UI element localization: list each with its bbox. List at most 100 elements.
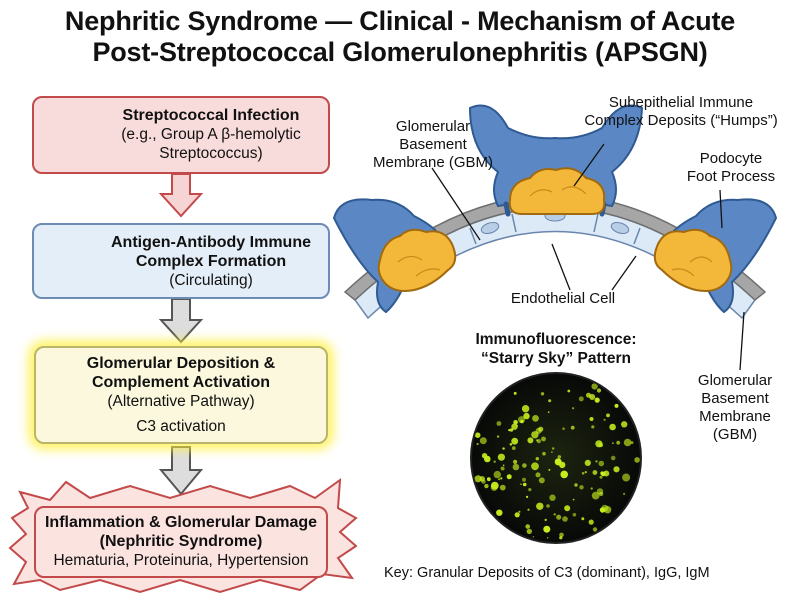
fluorescent-speckle [512,463,520,471]
fluorescent-speckle [531,431,539,439]
fluorescent-speckle [581,517,585,521]
fluorescent-speckle [556,514,562,520]
fluorescent-speckle [546,537,549,539]
fluorescent-speckle [543,525,551,533]
fluorescent-speckle [552,447,555,450]
fluorescent-speckle [474,432,481,439]
fluorescent-speckle [630,441,634,445]
step2-heading-2: Complex Formation [135,253,287,270]
fluorescent-speckle [532,415,539,422]
fluorescent-speckle [612,442,614,445]
fluorescent-speckle [508,429,511,432]
step4-heading-2: (Nephritic Syndrome) [99,533,263,550]
gbm-band [343,194,767,301]
fluorescent-speckle [551,451,553,453]
fluorescent-speckle [549,494,556,501]
immunofluorescence-image [470,372,642,544]
fluorescent-speckle [474,475,482,483]
fluorescent-speckle [591,425,595,429]
title-line-2: Post-Streptococcal Glomerulonephritis (A… [92,37,708,67]
title-line-1: Nephritic Syndrome — Clinical - Mechanis… [64,6,736,36]
arrow-2 [158,298,204,344]
fluorescent-speckle [613,466,620,473]
fluorescent-speckle [567,389,571,393]
fluorescent-speckle [532,536,535,538]
hump-center [508,167,606,215]
fluorescent-speckle [546,504,550,508]
fluorescent-speckle [493,460,496,463]
fluorescent-speckle [557,455,562,459]
fluorescent-speckle [548,399,552,403]
fluorescent-speckle [496,509,503,516]
arrow-1 [158,173,204,218]
step4-detail: Hematuria, Proteinuria, Hypertension [53,552,309,569]
arrow-3 [158,446,204,496]
fluorescent-speckle [521,405,530,413]
fluorescent-speckle [515,424,519,427]
fluorescent-speckle [514,512,520,518]
fluorescent-speckle [481,479,486,484]
fluorescent-speckle [499,484,506,491]
fluorescent-speckle [535,472,541,478]
label-subepithelial-humps: Subepithelial Immune Complex Deposits (“… [584,94,778,129]
fluorescent-speckle [610,455,616,461]
podocyte-center [468,104,644,208]
fluorescent-speckle [520,483,522,486]
fluorescent-speckle [527,437,534,444]
fluorescent-speckle [509,443,513,446]
fluorescent-speckle [506,474,512,480]
fluorescent-speckle [606,413,610,418]
fluorescent-speckle [594,397,600,403]
fluorescent-speckle [476,442,479,446]
fluorescent-speckle [535,457,539,461]
fluorescent-speckle [497,453,505,461]
diagram-title: Nephritic Syndrome — Clinical - Mechanis… [0,6,800,68]
fluorescent-speckle [522,482,527,487]
fluorescent-speckle [541,436,546,442]
fluorescent-speckle [621,421,628,428]
fluorescent-speckle [525,524,530,529]
label-endothelial-cell: Endothelial Cell [510,290,616,307]
fluorescent-speckle [486,477,491,482]
fluorescent-speckle [562,516,568,522]
fluorescent-speckle [598,460,605,467]
fluorescent-speckle [502,464,505,467]
fluorescent-speckle [599,507,606,513]
step2-heading-1: Antigen-Antibody Immune [111,234,311,251]
fluorescent-speckle [584,459,591,466]
fluorescent-speckle [599,475,603,479]
fluorescent-speckle [589,394,596,400]
fluorescent-speckle [596,488,604,495]
fluorescent-speckle [522,477,526,482]
fluorescent-speckle [548,468,551,471]
fluorescent-speckle [622,473,631,482]
step-glomerular-damage: Inflammation & Glomerular Damage (Nephri… [34,506,328,578]
fluorescent-speckle [562,427,565,431]
fluorescent-speckle [526,528,532,535]
hump-left [377,228,457,292]
fluorescent-speckle [481,453,488,459]
fluorescent-speckle [562,470,565,473]
fluorescent-speckle [509,428,514,432]
fluorescent-speckle [527,508,530,511]
fluorescent-speckle [544,518,547,522]
fluorescent-speckle [579,485,584,490]
fluorescent-speckle [526,495,529,498]
fluorescent-speckle [553,513,556,516]
fluorescent-speckle [536,502,544,510]
fluorescent-speckle [590,487,593,490]
deposit-texture [397,186,713,277]
leader-lines [431,143,745,371]
fluorescent-speckle [536,439,539,442]
fluorescent-speckle [493,470,501,479]
fluorescent-speckle [511,446,516,450]
fluorescent-speckle [574,483,578,487]
fluorescent-speckle [634,457,640,463]
fluorescent-speckle [496,435,500,438]
fluorescent-speckle [479,437,487,445]
fluorescent-speckle [502,447,505,450]
legend-key: Key: Granular Deposits of C3 (dominant),… [384,565,710,581]
fluorescent-speckle [538,477,545,484]
fluorescent-speckle [578,396,584,402]
fluorescent-speckle [600,471,605,476]
